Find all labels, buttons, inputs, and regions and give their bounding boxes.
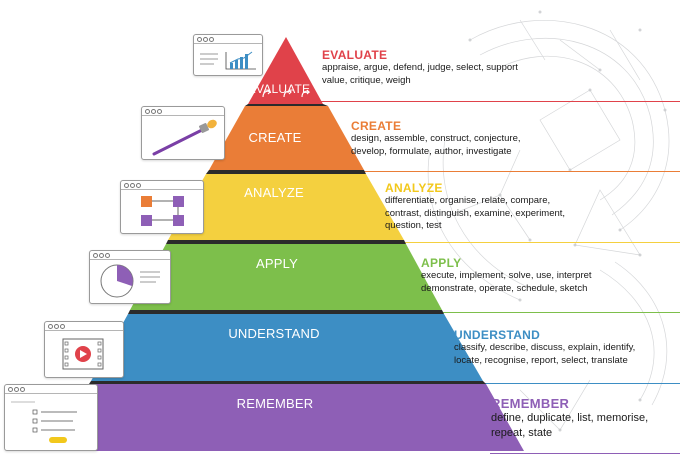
video-player-icon [62, 338, 104, 370]
paintbrush-icon [152, 119, 217, 156]
line-chart-icon [200, 51, 256, 70]
tier-label-apply: APPLY [256, 256, 298, 271]
tier-understand-band [91, 314, 483, 381]
card-video-player [44, 321, 124, 378]
tier-analyze-band [168, 174, 404, 240]
tier-label-understand: UNDERSTAND [228, 326, 320, 341]
tier-label-analyze: ANALYZE [244, 185, 304, 200]
desc-understand: UNDERSTAND classify, describe, discuss, … [454, 328, 654, 367]
tier-evaluate-band [248, 37, 323, 104]
desc-heading-understand: UNDERSTAND [454, 328, 541, 342]
desc-analyze: ANALYZE differentiate, organise, relate,… [385, 181, 585, 233]
card-checklist [4, 384, 98, 451]
card-paintbrush [141, 106, 225, 160]
desc-verbs-remember: define, duplicate, list, memorise, repea… [491, 412, 649, 439]
guide-line-analyze [370, 242, 680, 243]
card-flow-blocks [120, 180, 204, 234]
desc-heading-apply: APPLY [421, 256, 462, 270]
desc-verbs-understand: classify, describe, discuss, explain, id… [454, 342, 636, 366]
guide-line-evaluate [300, 101, 680, 102]
guide-line-create [330, 171, 680, 172]
pie-chart-icon [100, 264, 160, 298]
tier-create-band [209, 106, 364, 170]
desc-verbs-evaluate: appraise, argue, defend, judge, select, … [322, 62, 518, 86]
tier-remember-band [52, 384, 524, 451]
tier-separators [89, 104, 486, 384]
flow-blocks-icon [141, 196, 184, 226]
desc-create: CREATE design, assemble, construct, conj… [351, 119, 541, 158]
desc-heading-create: CREATE [351, 119, 402, 133]
tier-label-remember: REMEMBER [236, 396, 314, 411]
desc-heading-evaluate: EVALUATE [322, 48, 388, 62]
cycle-arrows-icon [262, 89, 310, 98]
desc-remember: REMEMBER define, duplicate, list, memori… [491, 396, 671, 440]
card-pie-chart [89, 250, 171, 304]
guide-line-understand [450, 383, 680, 384]
tier-apply-band [130, 244, 442, 310]
desc-heading-remember: REMEMBER [491, 396, 570, 411]
desc-verbs-analyze: differentiate, organise, relate, compare… [385, 195, 566, 232]
desc-verbs-create: design, assemble, construct, conjecture,… [351, 133, 521, 157]
checklist-icon [11, 401, 77, 443]
guide-line-remember [490, 453, 680, 454]
tier-label-create: CREATE [248, 130, 302, 145]
guide-line-apply [410, 312, 680, 313]
desc-evaluate: EVALUATE appraise, argue, defend, judge,… [322, 48, 542, 87]
desc-verbs-apply: execute, implement, solve, use, interpre… [421, 270, 592, 294]
desc-apply: APPLY execute, implement, solve, use, in… [421, 256, 611, 295]
tier-label-evaluate: EVALUATE [247, 82, 311, 96]
desc-heading-analyze: ANALYZE [385, 181, 443, 195]
card-line-chart [193, 34, 263, 76]
